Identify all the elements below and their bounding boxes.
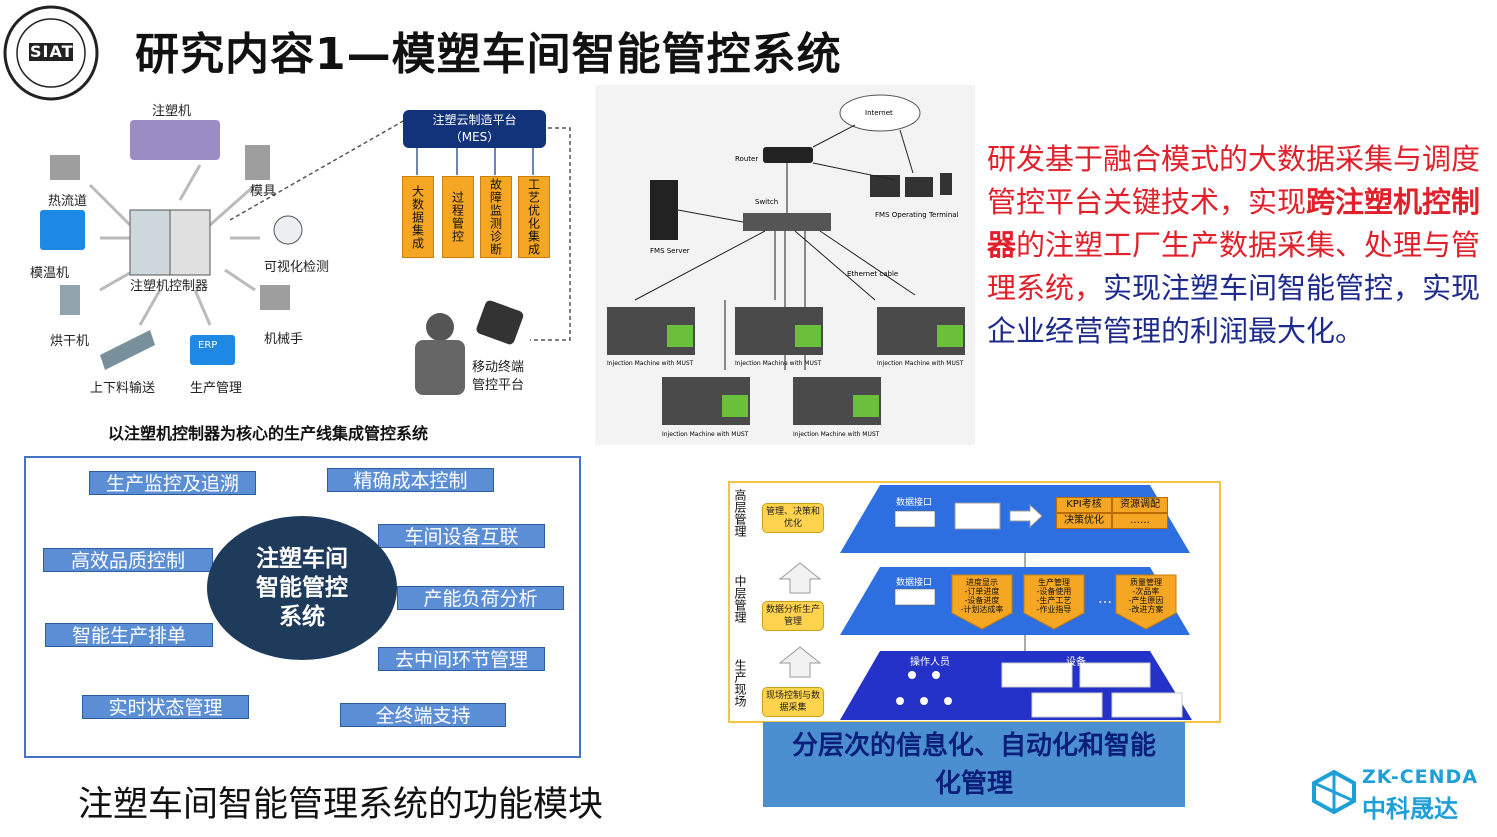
pentagon-production-item-0: -设备使用 <box>1036 587 1072 596</box>
machine-label-4: Injection Machine with MUST <box>662 431 749 438</box>
hexagon-logo-icon <box>1312 769 1356 815</box>
machine-label-5: Injection Machine with MUST <box>793 431 880 438</box>
integration-connectors <box>40 119 571 395</box>
label-switch: Switch <box>755 198 779 206</box>
label-router: Router <box>735 155 759 163</box>
level-mid: 中层管理 <box>733 575 747 623</box>
para-seg1: 研发基于融合模式的大数据采集与调度管控平台关键技术，实现 <box>987 142 1481 219</box>
decision-box: 决策优化 <box>1056 513 1112 529</box>
label-robot: 机械手 <box>264 332 304 347</box>
machine-label-2: Injection Machine with MUST <box>735 360 822 367</box>
label-conveyor: 上下料输送 <box>90 381 156 396</box>
brand-name-en: ZK-CENDA <box>1362 766 1479 788</box>
pentagon-quality-item-1: -产生原因 <box>1128 596 1164 605</box>
pentagon-quality: 质量管理 -次品率 -产生原因 -改进方案 <box>1116 578 1176 614</box>
module-4: 产能负荷分析 <box>397 586 564 610</box>
brand-name-cn: 中科晟达 <box>1362 795 1458 823</box>
machine-label-1: Injection Machine with MUST <box>607 360 694 367</box>
pentagon-production: 生产管理 -设备使用 -生产工艺 -作业指导 <box>1024 578 1084 614</box>
ybox-decision: 管理、决策和优化 <box>762 503 824 533</box>
zk-cenda-logo <box>1310 769 1358 815</box>
label-controller: 注塑机控制器 <box>130 279 209 294</box>
level-high: 高层管理 <box>733 489 747 537</box>
label-mold: 模具 <box>250 184 277 199</box>
pentagon-quality-title: 质量管理 <box>1130 578 1162 587</box>
mes-module-1: 过程管控 <box>442 176 474 258</box>
label-mold-temp: 模温机 <box>30 266 70 281</box>
mid-ellipsis: … <box>1098 591 1112 607</box>
mes-title-line2: （MES） <box>449 130 500 144</box>
para-seg3: 的注塑工厂生产数据采集、处理与管理系统， <box>987 228 1481 305</box>
center-line-3: 系统 <box>279 603 325 630</box>
module-6: 去中间环节管理 <box>378 647 545 671</box>
mes-module-3: 工艺优化集成 <box>518 176 550 258</box>
mes-title-line1: 注塑云制造平台 <box>432 113 517 127</box>
mes-module-2: 故障监测诊断 <box>480 176 512 258</box>
module-5: 智能生产排单 <box>45 623 213 647</box>
function-module-box <box>24 456 581 758</box>
center-system-ellipse: 注塑车间 智能管控 系统 <box>207 516 397 660</box>
pentagon-progress-item-0: -订单进度 <box>964 587 1000 596</box>
module-2: 车间设备互联 <box>378 524 545 548</box>
pentagon-production-item-2: -作业指导 <box>1036 605 1072 614</box>
resource-box: 资源调配 <box>1112 497 1168 513</box>
mid-data-if: 数据接口 <box>896 578 933 588</box>
center-line-2: 智能管控 <box>256 574 348 601</box>
kpi-box: KPI考核 <box>1056 497 1112 513</box>
pentagon-production-item-1: -生产工艺 <box>1036 596 1072 605</box>
label-visual-inspection: 可视化检测 <box>264 260 330 275</box>
siat-seal-icon <box>3 5 99 101</box>
label-dryer: 烘干机 <box>50 334 90 349</box>
integration-caption: 以注塑机控制器为核心的生产线集成管控系统 <box>108 424 429 443</box>
pentagon-progress: 进度显示 -订单进度 -设备进度 -计划达成率 <box>952 578 1012 614</box>
pentagon-production-title: 生产管理 <box>1038 578 1070 587</box>
siat-logo: SIAT <box>3 5 99 101</box>
label-cable: Ethernet cable <box>847 270 899 278</box>
machine-label-3: Injection Machine with MUST <box>877 360 964 367</box>
label-injection-machine: 注塑机 <box>152 104 192 119</box>
equipment-label: 设备 <box>1066 657 1086 668</box>
pentagon-progress-item-1: -设备进度 <box>964 596 1000 605</box>
page-title: 研究内容1—模塑车间智能管控系统 <box>135 29 842 80</box>
label-hot-runner: 热流道 <box>48 194 88 209</box>
mes-module-0: 大数据集成 <box>402 176 434 258</box>
network-lines <box>607 94 965 425</box>
para-seg4: 实现注塑车间智能管控，实现企业经营管理的利润最大化。 <box>987 271 1481 348</box>
operators-label: 操作人员 <box>910 657 950 668</box>
siat-abbr: SIAT <box>30 42 74 61</box>
integration-diagram: 注塑机 热流道 模具 模温机 可视化检测 注塑机控制器 烘干机 机械手 上下料输… <box>30 90 590 440</box>
pentagon-progress-title: 进度显示 <box>966 578 998 587</box>
label-mobile-line2: 管控平台 <box>472 378 525 393</box>
ybox-field: 现场控制与数据采集 <box>762 687 824 717</box>
label-mobile-line1: 移动终端 <box>472 360 525 375</box>
module-3: 高效品质控制 <box>43 548 213 572</box>
label-terminal: FMS Operating Terminal <box>875 211 959 219</box>
pentagon-progress-item-2: -计划达成率 <box>960 605 1004 614</box>
module-7: 实时状态管理 <box>82 695 249 719</box>
network-diagram: Internet Router Switch FMS Server FMS Op… <box>595 85 975 445</box>
module-8: 全终端支持 <box>340 703 506 727</box>
label-erp: ERP <box>198 340 218 351</box>
para-seg2: 跨注塑机控制器 <box>987 185 1481 262</box>
module-1: 精确成本控制 <box>327 468 494 492</box>
label-production-mgmt: 生产管理 <box>190 381 243 396</box>
function-caption: 注塑车间智能管理系统的功能模块 <box>78 785 604 825</box>
module-0: 生产监控及追溯 <box>89 471 256 495</box>
mes-platform: 注塑云制造平台 （MES） <box>403 110 546 148</box>
ybox-analysis: 数据分析生产管理 <box>762 601 824 631</box>
top-data-if: 数据接口 <box>896 498 933 508</box>
layer-banner: 分层次的信息化、自动化和智能化管理 <box>763 722 1185 807</box>
level-field: 生产现场 <box>733 659 747 707</box>
center-line-1: 注塑车间 <box>256 545 348 572</box>
more-box: …… <box>1112 513 1168 529</box>
layer-diagram: KPI考核 资源调配 决策优化 …… 数据接口 数据接口 … 进度显示 -订单进… <box>728 481 1221 723</box>
pentagon-quality-item-0: -次品率 <box>1132 587 1160 596</box>
label-server: FMS Server <box>650 247 690 255</box>
summary-paragraph: 研发基于融合模式的大数据采集与调度管控平台关键技术，实现跨注塑机控制器的注塑工厂… <box>987 138 1482 353</box>
pentagon-quality-item-2: -改进方案 <box>1128 605 1164 614</box>
label-internet: Internet <box>865 109 893 117</box>
